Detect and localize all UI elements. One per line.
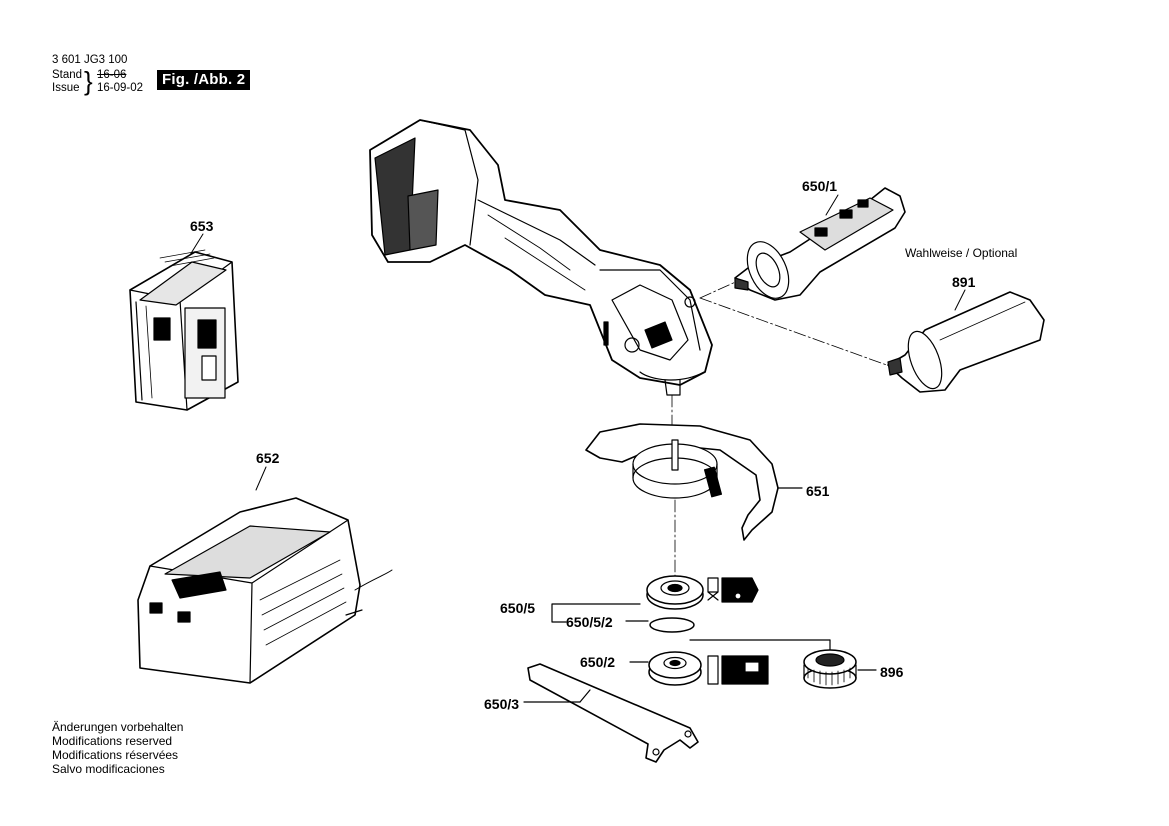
- note-fr: Modifications réservées: [52, 748, 179, 762]
- optional-note: Wahlweise / Optional: [905, 246, 1018, 260]
- figure-label: Fig. /Abb. 2: [157, 70, 251, 90]
- part-label-650-1: 650/1: [802, 178, 838, 194]
- part-label-896: 896: [880, 664, 904, 680]
- part-label-891: 891: [952, 274, 976, 290]
- part-label-650-2: 650/2: [580, 654, 616, 670]
- part-label-650-5-2: 650/5/2: [566, 614, 613, 630]
- part-label-651: 651: [806, 483, 830, 499]
- mounting-flange-illustration: [629, 651, 769, 686]
- part-label-652: 652: [256, 450, 280, 466]
- auxiliary-handle-illustration: [734, 187, 906, 301]
- part-label-650-5: 650/5: [500, 600, 536, 616]
- old-date: 16-06: [97, 69, 127, 81]
- pin-spanner-illustration: [523, 663, 699, 763]
- issue-date: 16-09-02: [97, 82, 144, 94]
- quick-clamp-nut-illustration: [689, 639, 877, 689]
- battery-pack-illustration: [129, 233, 239, 411]
- note-de: Änderungen vorbehalten: [52, 720, 184, 734]
- brace-glyph: }: [84, 66, 93, 96]
- footer-notes: Änderungen vorbehalten Modifications res…: [52, 720, 183, 776]
- document-number: 3 601 JG3 100: [52, 54, 128, 66]
- optional-handle-illustration: [887, 289, 1045, 393]
- part-label-653: 653: [190, 218, 214, 234]
- stand-label: Stand: [52, 69, 83, 81]
- charger-illustration: [137, 466, 393, 684]
- note-en: Modifications reserved: [52, 734, 173, 748]
- angle-grinder-illustration: [369, 119, 713, 396]
- protective-guard-illustration: [585, 423, 803, 541]
- note-es: Salvo modificaciones: [52, 762, 165, 776]
- issue-label: Issue: [52, 82, 80, 94]
- part-label-650-3: 650/3: [484, 696, 520, 712]
- centre-lines: [671, 279, 896, 581]
